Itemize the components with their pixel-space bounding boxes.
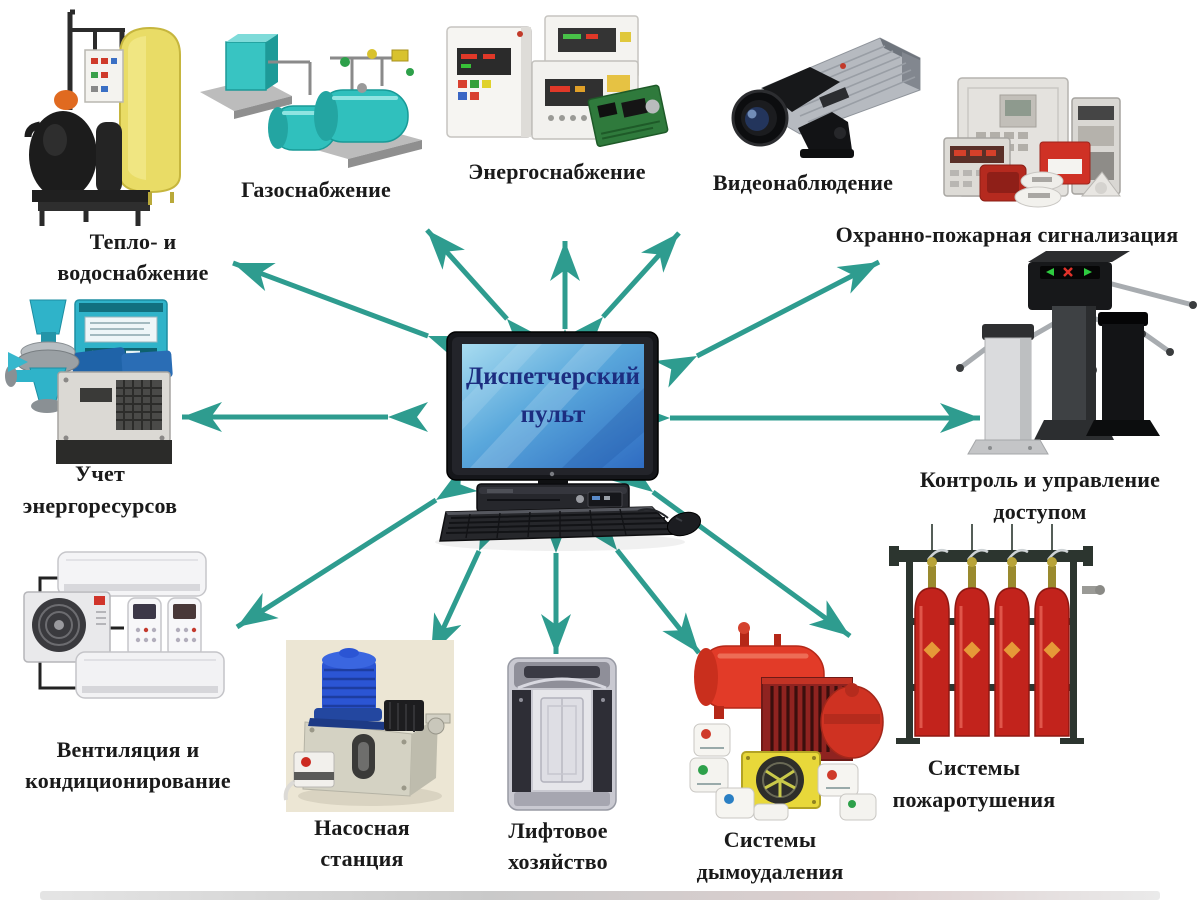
cropped-edge-artifact <box>40 891 1160 900</box>
dispatcher-computer-image <box>435 331 702 551</box>
camera-body <box>761 37 921 135</box>
terminal-box <box>384 700 424 732</box>
black-tank-small <box>96 122 122 194</box>
arrow-cctv <box>565 231 681 357</box>
indoor-unit-bottom <box>75 651 225 699</box>
energy-metering-image <box>5 299 173 464</box>
label-hvac: Вентиляция и кондиционирование <box>25 737 231 793</box>
motor <box>308 648 386 730</box>
siren <box>979 164 1027 202</box>
arrow-gas <box>425 228 545 359</box>
outlet-fitting <box>425 713 451 735</box>
arrow-heat-water <box>232 260 471 365</box>
panel-left <box>446 26 532 138</box>
arrow-pump <box>428 508 510 657</box>
access-control-image <box>956 251 1197 455</box>
elevator-image <box>507 657 617 811</box>
label-heat-water: Тепло- и водоснабжение <box>57 229 209 285</box>
label-fire-suppression: Системы пожаротушения <box>892 755 1056 812</box>
label-pump: Насосная станция <box>314 815 410 871</box>
rack-frame <box>889 524 1093 744</box>
gas-cabinet <box>225 34 278 91</box>
base-frame <box>32 190 150 202</box>
smoke-detectors <box>1014 171 1121 208</box>
round-tank <box>820 683 884 759</box>
smoke-removal-image <box>689 622 884 821</box>
monitor <box>446 331 659 481</box>
circuit-board <box>587 84 669 147</box>
label-metering: Учет энергоресурсов <box>22 461 178 518</box>
hvac-image <box>23 551 225 699</box>
cabin-header <box>514 662 610 690</box>
cabin-skirt <box>514 792 610 806</box>
turnstile-head <box>1028 251 1130 310</box>
side-panel-right <box>593 690 612 792</box>
gas-supply-image <box>200 34 422 168</box>
remote-2 <box>167 597 202 658</box>
gas-tank-back <box>314 83 409 143</box>
side-panel-left <box>512 690 531 792</box>
label-fire-alarm: Охранно-пожарная сигнализация <box>835 222 1179 247</box>
turnstile-column-right <box>1086 312 1160 436</box>
label-gas: Газоснабжение <box>241 177 391 202</box>
fan-unit <box>741 751 821 809</box>
label-access: Контроль и управление доступом <box>919 467 1161 524</box>
flow-meter <box>5 299 80 413</box>
arrow-hvac <box>235 465 478 630</box>
pump-motor <box>54 90 78 110</box>
arrow-fire-alarm <box>654 259 881 388</box>
label-smoke: Системы дымоудаления <box>696 827 844 884</box>
remote-1 <box>127 597 162 658</box>
arrow-smoke <box>580 509 701 655</box>
meter-unit <box>56 371 172 464</box>
label-cctv: Видеонаблюдение <box>712 170 894 195</box>
label-elevator: Лифтовое хозяйство <box>508 818 608 874</box>
alarm-panel-left <box>943 137 1011 197</box>
camera-lens <box>731 89 789 147</box>
fire-suppression-image <box>889 524 1105 744</box>
pump-station-image <box>283 640 454 812</box>
turnstile-column-left <box>967 324 1049 455</box>
gas-cylinders <box>914 549 1070 737</box>
energy-supply-image <box>446 15 669 147</box>
camera-bracket <box>798 112 854 158</box>
keyboard <box>439 506 680 542</box>
cabin-interior <box>533 690 591 790</box>
flow-transmitter <box>74 299 168 365</box>
label-energy: Энергоснабжение <box>468 159 646 184</box>
dispatcher-console-label: Диспетчерский пульт <box>466 363 640 428</box>
fire-alarm-image <box>943 77 1121 208</box>
outdoor-unit <box>23 591 111 663</box>
cctv-camera-image <box>731 37 921 158</box>
mouse <box>637 508 702 537</box>
detector-bottles <box>689 723 877 821</box>
pressure-switch <box>283 751 335 801</box>
indoor-unit-top <box>57 551 207 597</box>
heat-water-image <box>24 9 181 226</box>
piping <box>268 56 395 95</box>
